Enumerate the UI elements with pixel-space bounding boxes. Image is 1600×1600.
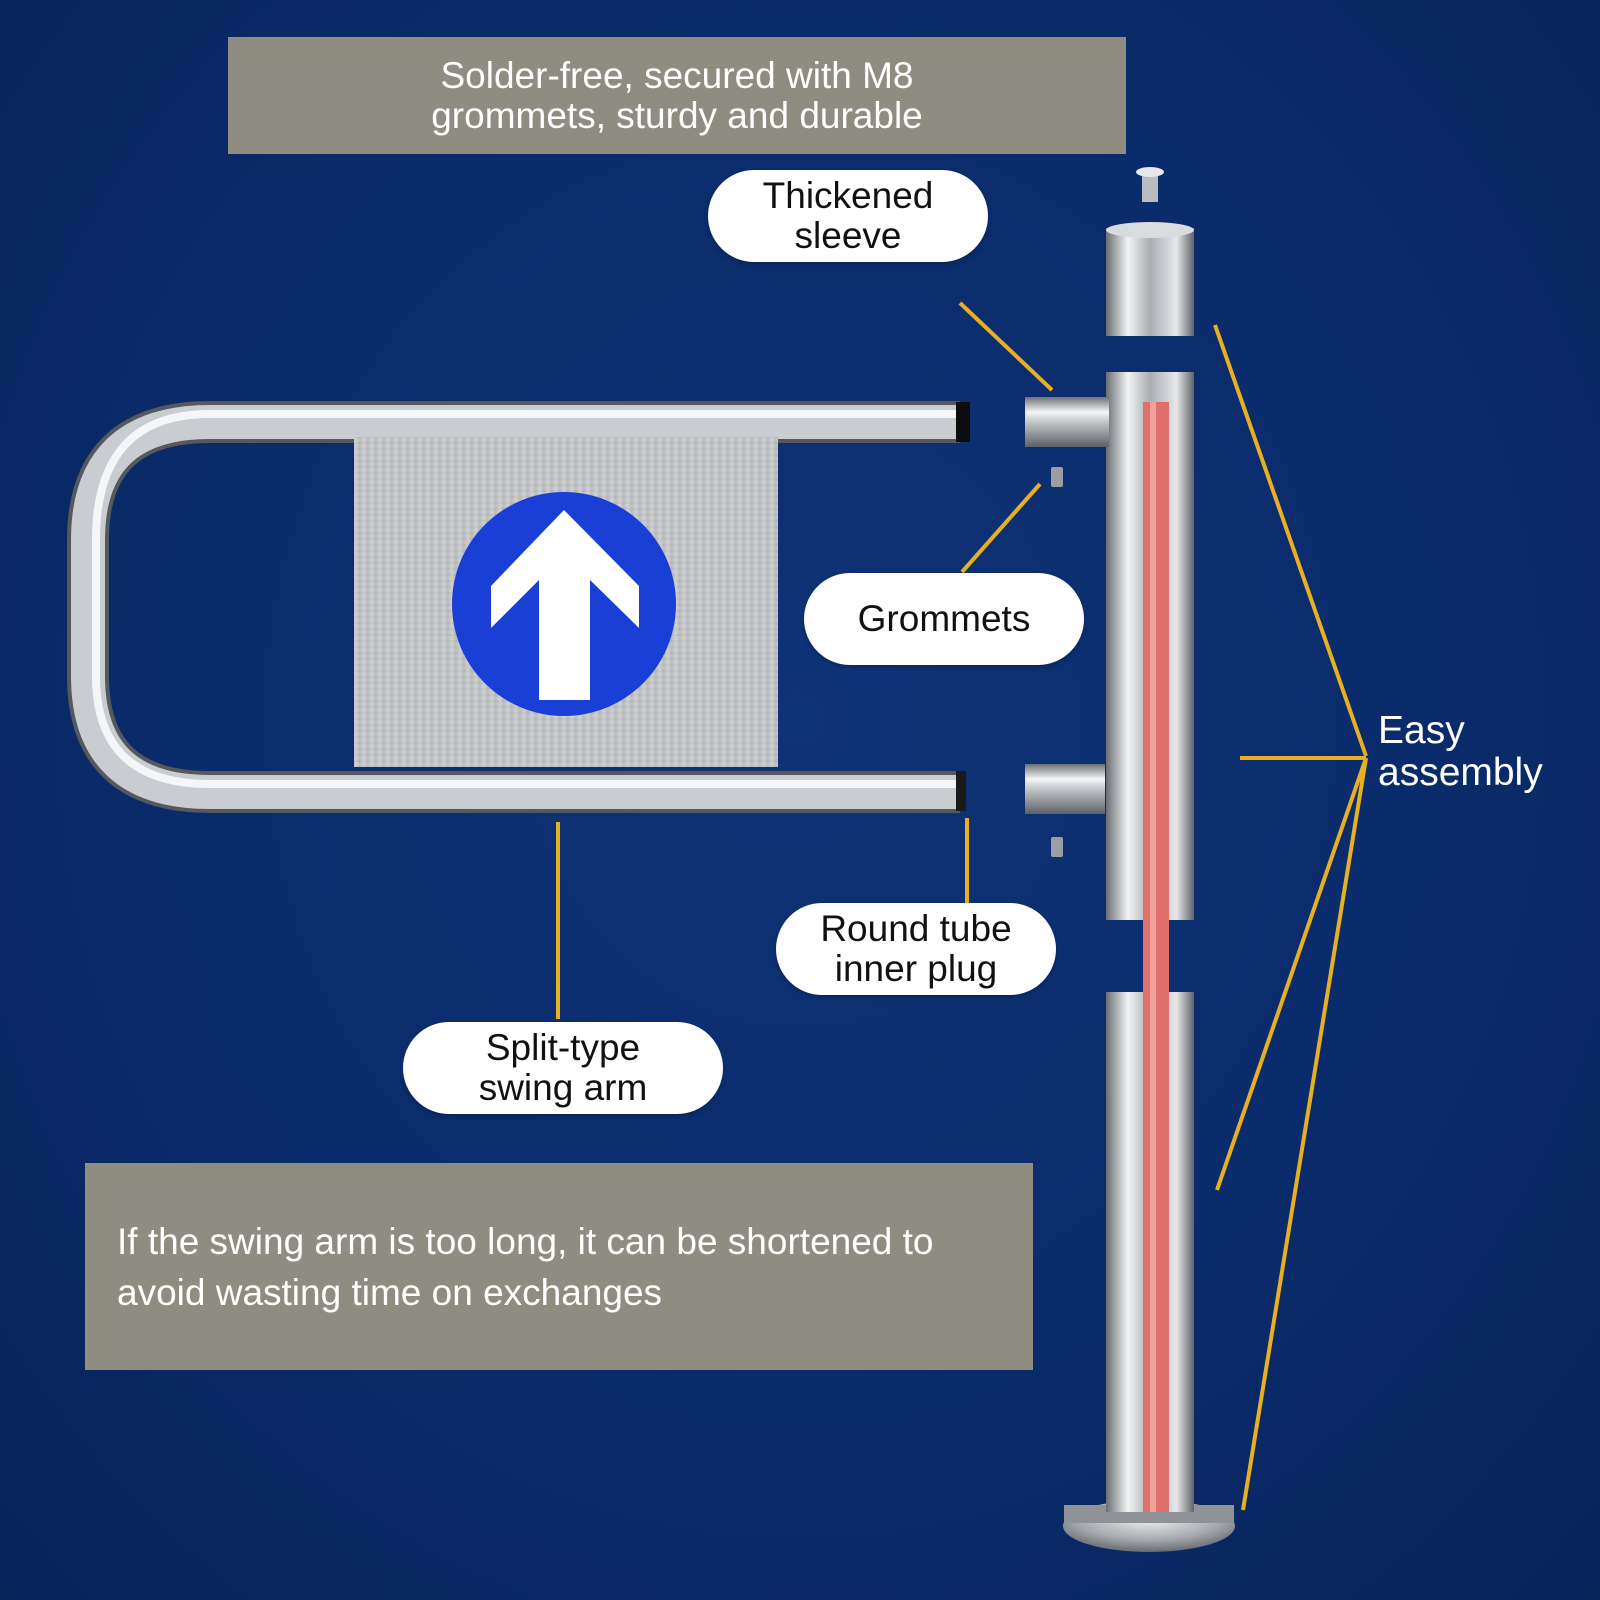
leader-lines [556,301,1368,1511]
label-easy-assembly: Easy assembly [1378,710,1543,794]
round-tube-line-1: Round tube [820,908,1012,949]
connector-lower [1025,764,1105,814]
grommets-text: Grommets [857,598,1031,639]
leader-grommets [960,482,1042,574]
swing-arm-line-2: swing arm [478,1067,648,1108]
easy-assembly-line-2: assembly [1378,751,1543,794]
up-arrow-icon [491,510,639,700]
arm-end-cap-bottom [956,771,966,811]
label-thickened-sleeve: Thickened sleeve [708,170,988,262]
connector-upper [1025,397,1109,447]
post [1025,167,1235,1552]
top-banner-line-2: grommets, sturdy and durable [431,94,923,136]
grommet-lower [1051,837,1063,857]
swing-arm-line-1: Split-type [485,1027,641,1068]
label-round-tube-inner-plug: Round tube inner plug [776,903,1056,995]
label-grommets: Grommets [804,573,1084,665]
leader-sleeve [958,301,1054,392]
top-banner-line-1: Solder-free, secured with M8 [440,54,914,96]
arm-end-cap-top [956,402,970,442]
thickened-sleeve-line-1: Thickened [762,175,934,216]
leader-easy-4 [1241,757,1368,1511]
leader-easy-3 [1215,757,1368,1191]
bottom-banner: If the swing arm is too long, it can be … [85,1163,1033,1370]
bottom-banner-line-1: If the swing arm is too long, it can be … [117,1220,934,1262]
label-split-type-swing-arm: Split-type swing arm [403,1022,723,1114]
easy-assembly-line-1: Easy [1378,709,1465,752]
thickened-sleeve-line-2: sleeve [794,215,902,256]
top-banner: Solder-free, secured with M8 grommets, s… [228,37,1126,154]
bottom-banner-line-2: avoid wasting time on exchanges [117,1271,663,1313]
grommet-upper [1051,467,1063,487]
round-tube-line-2: inner plug [834,948,998,989]
sign-panel [354,437,778,767]
swing-arm [67,401,970,813]
post-top-sleeve [1106,228,1194,336]
leader-easy-1 [1213,324,1368,757]
